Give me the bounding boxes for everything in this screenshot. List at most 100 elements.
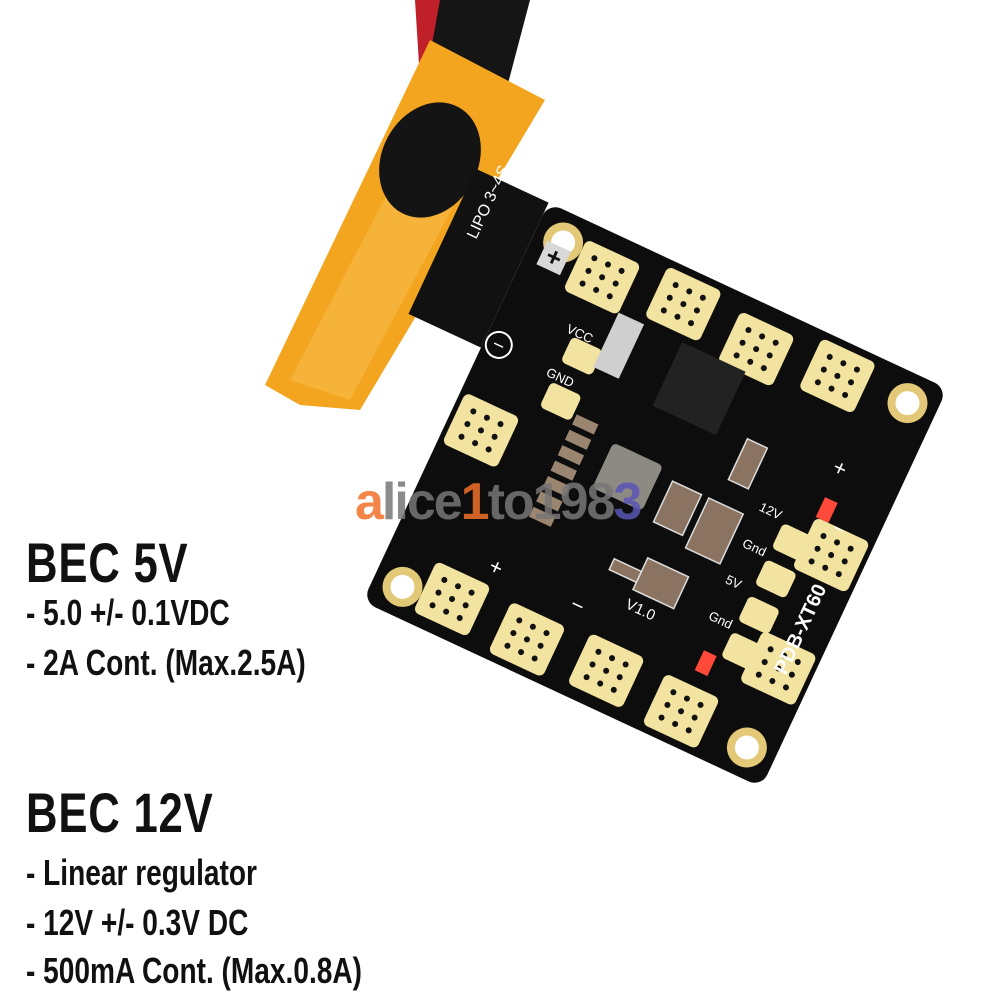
pad-via [775,665,782,672]
smd-component [543,476,570,497]
pad-via [595,648,602,655]
pad-via [753,346,760,353]
pad-via [537,642,544,649]
pad-via [429,602,436,609]
pad-via [683,695,690,702]
pad-via [678,708,685,715]
pad-via [599,274,606,281]
cable-boot [379,102,481,218]
mounting-hole-center [734,735,759,760]
pad-via [622,661,629,668]
pad-via [585,267,592,274]
pad-via [518,649,525,656]
solder-pad [719,312,794,386]
smd-component [572,414,599,435]
pad-via [670,689,677,696]
minus-circle [484,330,513,359]
pad-via [842,391,849,398]
pad-via [658,714,665,721]
pad-via [835,571,842,578]
pad-via [603,667,610,674]
pad-via [767,646,774,653]
pad-via [610,686,617,693]
pad-via [820,366,827,373]
bec5-line: - 2A Cont. (Max.2.5A) [26,642,306,683]
pad-via [449,595,456,602]
solder-pad [443,394,519,467]
pad-via [609,655,616,662]
pad-via [435,589,442,596]
pad-via [781,652,788,659]
pad-via [814,545,821,552]
pad-via [666,294,673,301]
pad-via [664,701,671,708]
pad-via [612,280,619,287]
pad-via [699,294,706,301]
watermark: alice1to1983 [355,473,642,531]
smd-component [536,491,563,512]
pad-via [691,714,698,721]
bec12-title: BEC 12V [26,781,214,844]
solder-pad [643,675,719,748]
led-12v [815,497,838,523]
pad-via [468,589,475,596]
solder-pad [569,634,644,707]
pcb-tab [408,168,549,348]
pad-via [464,421,471,428]
pad-via [834,539,841,546]
pad-via [597,680,604,687]
pad-via [814,379,821,386]
pad-via [847,545,854,552]
pad-via [745,327,752,334]
small-pad [756,560,796,598]
solder-pad [489,603,565,676]
pad-via [841,558,848,565]
pad-via [828,385,835,392]
pad-via [606,293,613,300]
pad-via [441,576,448,583]
capacitor [608,557,643,584]
capacitor [652,480,703,537]
pad-via [739,339,746,346]
pad-via [616,674,623,681]
pad-via [462,602,469,609]
bec12-line: - 500mA Cont. (Max.0.8A) [26,950,362,991]
bec12-line: - Linear regulator [26,852,257,893]
pad-via [733,352,740,359]
bec5-line: - 5.0 +/- 0.1VDC [26,592,230,633]
pad-via [589,661,596,668]
pad-via [454,583,461,590]
pad-via [759,333,766,340]
capacitor [727,437,769,490]
pad-via [672,720,679,727]
pad-via [523,636,530,643]
smd-component [528,506,556,527]
linear-regulator [652,342,746,436]
pad-via [458,433,465,440]
pcb-board: + LIPO 3~4S VCC GND 12V Gnd 5V Gnd V1.0 … [367,163,943,783]
small-pad [722,633,762,670]
pad-via [543,630,550,637]
pad-via [680,301,687,308]
pad-via [685,727,692,734]
solder-pad [414,562,490,636]
pad-via [782,684,789,691]
capacitor [684,497,745,565]
pad-via [761,659,768,666]
smd-component [564,429,592,450]
solder-pad [794,518,869,592]
pad-via [497,421,504,428]
pad-via [840,360,847,367]
pad-via [747,358,754,365]
smd-component [550,460,577,481]
pad-via [510,630,517,637]
pad-via [755,671,762,678]
pad-via [688,320,695,327]
plus-marker [536,240,571,276]
pad-via [822,564,829,571]
pad-via [853,366,860,373]
pad-via [593,286,600,293]
pad-via [693,307,700,314]
pad-via [772,339,779,346]
